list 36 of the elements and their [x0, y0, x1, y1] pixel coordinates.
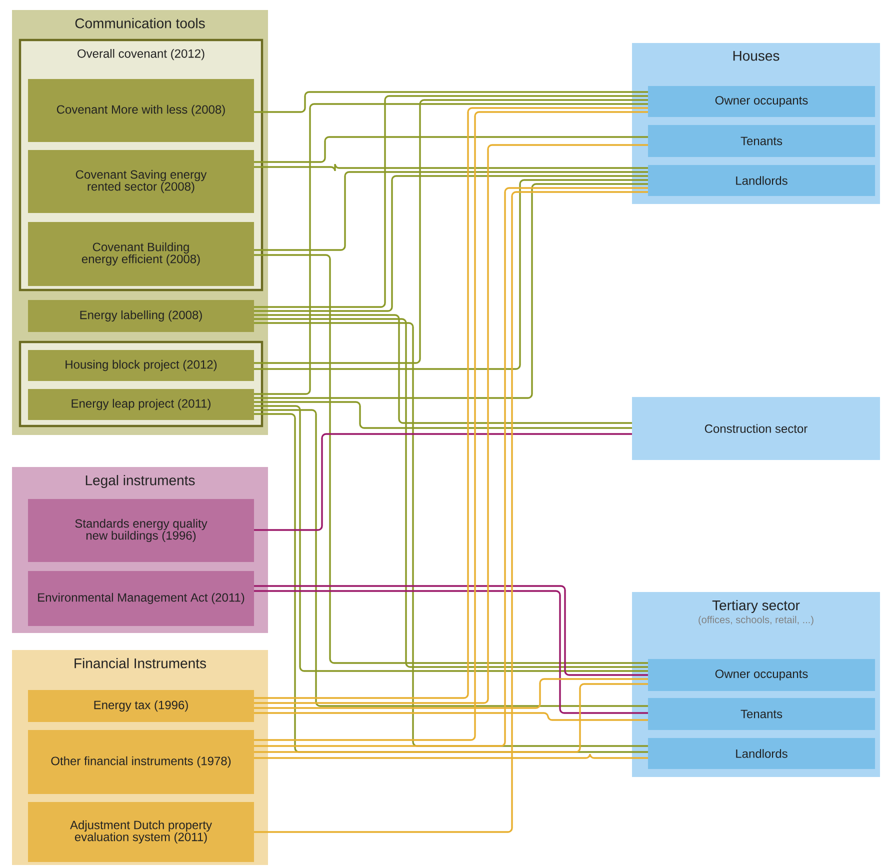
label-box: Environmental Management Act (2011): [28, 571, 254, 626]
connector-line: [254, 136, 648, 163]
label-box: Other financial instruments (1978): [28, 730, 254, 794]
connector-line: [254, 322, 648, 747]
label-box: Owner occupants: [648, 659, 875, 691]
connector-line: [254, 95, 648, 308]
label-box: Covenant Building energy efficient (2008): [28, 222, 254, 286]
label-box: Tenants: [648, 698, 875, 730]
connector-line: [254, 163, 648, 172]
label-box: Adjustment Dutch property evaluation system (2011): [28, 802, 254, 862]
connector-line: [254, 175, 648, 312]
label-box: Standards energy quality new buildings (1996): [28, 499, 254, 562]
connector-line: [254, 91, 648, 113]
connector-line: [254, 171, 648, 251]
label-box: Housing block project (2012): [28, 350, 254, 381]
connector-line: [254, 753, 648, 759]
connector-line: [254, 683, 648, 753]
label-box: Landlords: [648, 165, 875, 196]
label-box: Owner occupants: [648, 86, 875, 117]
label-box: Construction sector: [632, 397, 880, 460]
connector-line: [254, 401, 632, 429]
label-box: Tenants: [648, 125, 875, 157]
connector-line: [254, 314, 632, 424]
connector-line: [254, 585, 648, 676]
connector-line: [254, 318, 648, 668]
label-box: Energy leap project (2011): [28, 389, 254, 420]
label-box: Landlords: [648, 738, 875, 769]
connector-line: [254, 712, 648, 721]
label-box: Energy labelling (2008): [28, 300, 254, 332]
label-box: Covenant Saving energy rented sector (2008): [28, 150, 254, 213]
connector-line: [254, 590, 648, 714]
connector-line: [254, 433, 632, 531]
label-box: Energy tax (1996): [28, 690, 254, 722]
connector-line: [254, 678, 648, 709]
connector-line: [254, 254, 648, 664]
label-box: Covenant More with less (2008): [28, 79, 254, 142]
